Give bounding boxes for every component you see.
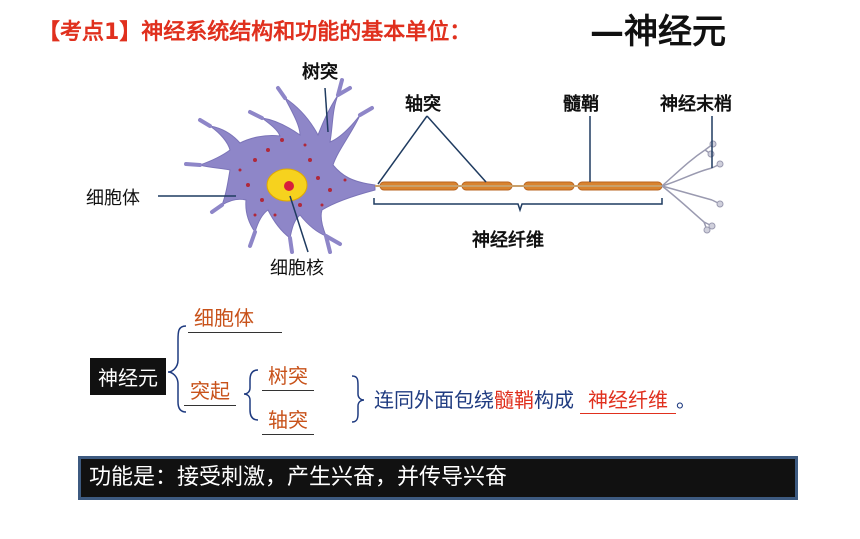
sentence-end: 。 (676, 388, 697, 412)
nerve-fiber-sentence: 连同外面包绕髓鞘构成 神经纤维。 (374, 384, 697, 414)
answer-dendrite: 树突 (262, 360, 314, 391)
answer-cell-body: 细胞体 (188, 302, 282, 333)
nucleus-leader (289, 195, 309, 253)
dendrite-branches (184, 78, 374, 254)
label-axon: 轴突 (405, 94, 441, 115)
title-prefix: 【考点1】神经系统结构和功能的基本单位： (38, 20, 472, 45)
label-dendrite: 树突 (302, 62, 338, 83)
cell-body-shape (198, 94, 376, 239)
label-myelin: 髓鞘 (563, 94, 599, 115)
axon-leader-right (426, 115, 487, 183)
title-emphasis: —神经元 (590, 12, 726, 52)
answer-axon: 轴突 (262, 404, 314, 435)
sentence-prefix: 连同外面包绕 (374, 388, 494, 412)
label-nucleus: 细胞核 (270, 258, 324, 279)
sentence-middle: 构成 (534, 388, 574, 412)
process-bracket (243, 369, 259, 421)
answer-process: 突起 (184, 375, 236, 406)
sentence-myelin: 髓鞘 (494, 388, 534, 412)
label-nerve-fiber: 神经纤维 (472, 230, 544, 251)
axon-leader-left (377, 115, 428, 185)
label-nerve-ending: 神经末梢 (660, 94, 732, 115)
nerve-fiber-brace (373, 198, 663, 213)
function-statement: 功能是：接受刺激，产生兴奋，并传导兴奋 (78, 456, 798, 500)
sentence-answer-nerve-fiber: 神经纤维 (580, 388, 677, 414)
nerve-ending-branches (661, 143, 721, 231)
axon-brace (351, 375, 365, 423)
nerve-ending-knobs (703, 140, 724, 234)
main-bracket (167, 325, 187, 413)
nucleolus-shape (284, 181, 294, 191)
dendrite-leader (324, 87, 329, 133)
neuron-root-box: 神经元 (90, 358, 166, 395)
label-cell-body: 细胞体 (86, 188, 140, 209)
cell-body-granules (238, 138, 347, 217)
